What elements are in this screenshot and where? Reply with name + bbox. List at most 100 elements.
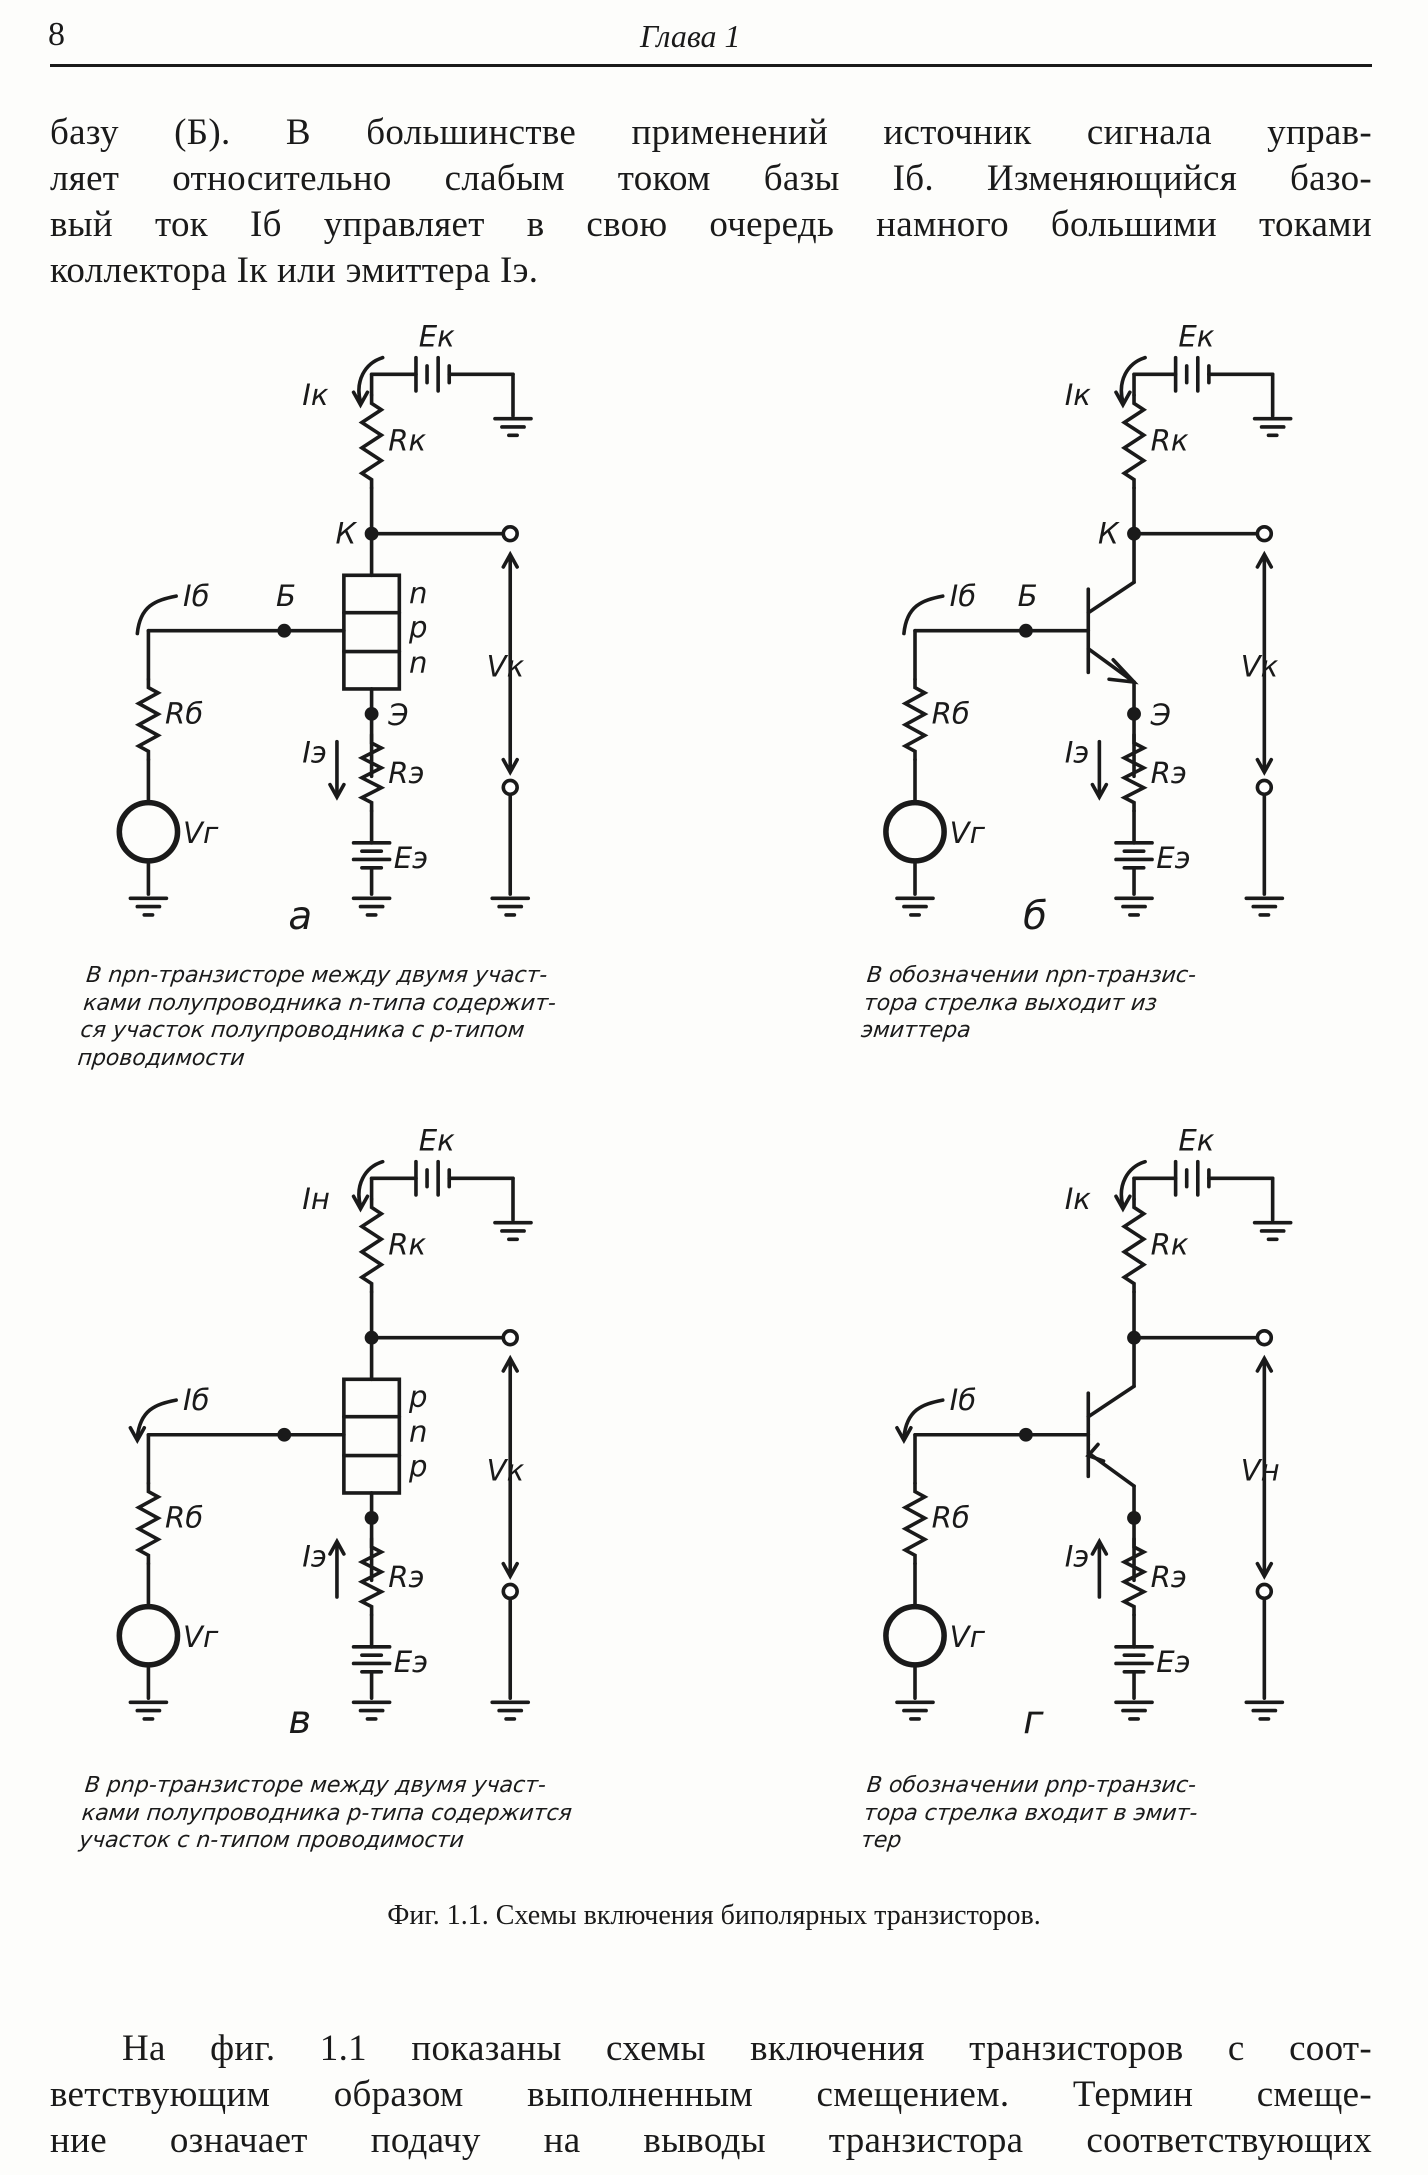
junction-dot (1018, 1427, 1033, 1442)
resistor-icon (358, 1197, 385, 1294)
transistor-body (342, 1377, 402, 1495)
ground-icon (1244, 1700, 1285, 1721)
label-vg: Vг (950, 816, 986, 850)
current-arrow (357, 1159, 385, 1208)
arrowhead (1255, 1561, 1274, 1580)
label-vk: Vк (1241, 649, 1279, 683)
arrowhead (328, 1537, 346, 1556)
label-ee: Eэ (394, 841, 428, 875)
label-rk: Rк (1151, 424, 1189, 458)
transistor-body (342, 573, 402, 691)
caption-line: тора стрелка входит в эмит- (862, 1800, 1199, 1826)
arrowhead (1090, 1537, 1109, 1556)
top-paragraph: базу (Б). В большинстве применений источ… (50, 110, 1372, 294)
chapter-title: Глава 1 (640, 18, 741, 54)
resistor-icon (901, 677, 929, 762)
terminal (501, 778, 519, 797)
junction-dot (364, 706, 379, 721)
diagram-letter: б (1023, 894, 1047, 939)
arrowhead (1114, 1194, 1132, 1213)
label-ee: Eэ (394, 1645, 428, 1679)
label-re: Rэ (1151, 756, 1187, 790)
page-number: 8 (48, 16, 65, 53)
text-line: ние означает подачу на выводы транзистор… (50, 2120, 1372, 2161)
label-rb: Rб (932, 1501, 970, 1535)
resistor-icon (1121, 1197, 1148, 1294)
signal-source-icon (116, 1603, 181, 1668)
current-arrow (1119, 1159, 1147, 1208)
caption-line: В pnp-транзисторе между двумя участ- (83, 1773, 548, 1798)
current-arrow (902, 1398, 945, 1440)
arrowhead (328, 782, 346, 801)
label-ib: Iб (950, 579, 977, 613)
ground-icon (128, 1700, 169, 1721)
ground-icon (1114, 896, 1154, 917)
ground-icon (493, 1220, 533, 1242)
emitter-arrow-out (1107, 658, 1139, 685)
battery-icon (414, 1159, 452, 1197)
label-layer: n (409, 576, 427, 610)
ground-icon (490, 896, 531, 917)
wire (1086, 1384, 1136, 1419)
ground-icon (895, 1700, 935, 1721)
caption-b: В обозначении npn-транзис- тора стрелка … (860, 962, 1198, 1045)
text-line: ветствующим образом выполненным смещение… (50, 2074, 1372, 2115)
label-ie: Iэ (1065, 735, 1090, 769)
label-layer: p (408, 1449, 427, 1483)
text-line: На фиг. 1.1 показаны схемы включения тра… (122, 2028, 1372, 2069)
resistor-icon (1121, 393, 1148, 490)
current-arrow (135, 1398, 178, 1440)
diagram-letter: в (288, 1698, 311, 1743)
figure-caption: Фиг. 1.1. Схемы включения биполярных тра… (387, 1900, 1041, 1931)
label-ik: Iк (1065, 378, 1092, 412)
terminal (501, 524, 519, 543)
terminal (1255, 1328, 1274, 1347)
ground-icon (1252, 416, 1293, 438)
battery-icon (1173, 1159, 1211, 1197)
terminal (1255, 1582, 1274, 1601)
transistor-symbol-icon (1085, 1384, 1136, 1488)
bottom-paragraph: На фиг. 1.1 показаны схемы включения тра… (50, 2026, 1372, 2164)
resistor-icon (357, 1536, 386, 1617)
arrowhead (1255, 550, 1274, 569)
diagram-letter: г (1023, 1698, 1044, 1743)
text-line: коллектора Iк или эмиттера Iэ. (50, 250, 539, 291)
resistor-icon (1120, 1536, 1148, 1617)
arrowhead (501, 1561, 519, 1580)
label-ib: Iб (183, 579, 210, 613)
label-rk: Rк (388, 424, 426, 458)
arrowhead (501, 1354, 519, 1373)
signal-source-icon (883, 1603, 947, 1668)
terminal (1255, 524, 1274, 543)
arrowhead (351, 1194, 370, 1213)
ground-icon (351, 1700, 392, 1721)
arrowhead (1114, 390, 1132, 409)
transistor-block (342, 573, 402, 691)
label-b: Б (1018, 579, 1038, 613)
label-ek: Eк (1178, 320, 1214, 354)
label-layer: p (408, 611, 427, 645)
arrowhead (895, 1426, 913, 1445)
resistor-icon (358, 393, 385, 490)
label-vg: Vг (950, 1620, 986, 1654)
caption-line: проводимости (76, 1045, 247, 1071)
label-re: Rэ (1151, 1560, 1187, 1594)
ground-icon (895, 896, 935, 917)
arrowhead (1255, 757, 1274, 776)
resistor-icon (134, 677, 162, 762)
caption-v: В pnp-транзисторе между двумя участ- кам… (78, 1772, 577, 1855)
resistor-icon (134, 1481, 162, 1566)
label-layer: p (408, 1380, 427, 1414)
caption-line: эмиттера (859, 1018, 973, 1043)
label-ek: Eк (1178, 1124, 1214, 1158)
label-vk: Vк (487, 1453, 525, 1487)
arrowhead (1255, 1354, 1274, 1373)
label-e: Э (387, 698, 408, 732)
resistor-icon (1120, 732, 1148, 813)
label-vg: Vг (183, 816, 219, 850)
caption-a: В npn-транзисторе между двумя участ- кам… (76, 962, 560, 1072)
label-ik: Iк (302, 378, 329, 412)
label-re: Rэ (388, 1560, 424, 1594)
